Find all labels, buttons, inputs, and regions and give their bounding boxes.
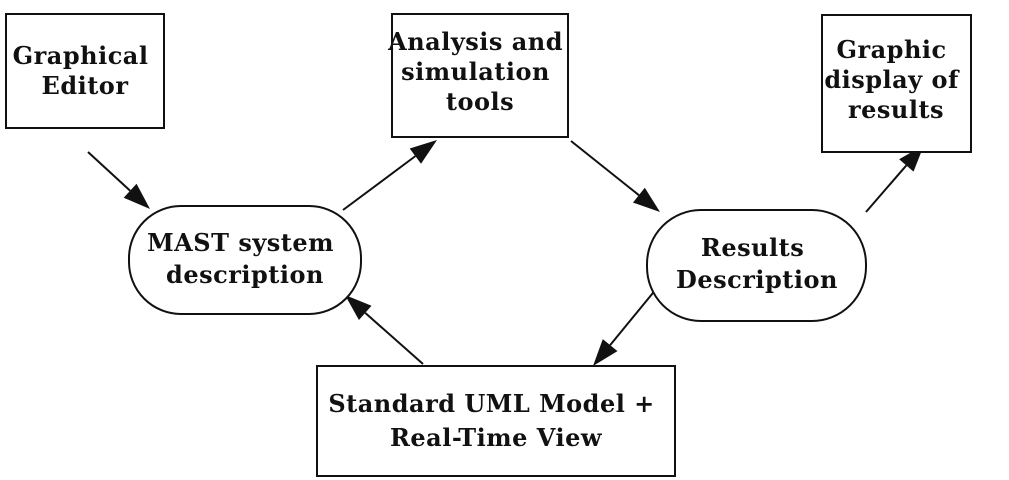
graphical-editor-label-line-2: Editor [42, 71, 129, 100]
edge-results-description-to-uml-model [593, 287, 658, 366]
svg-text:Analysis and simulation: Analysis and simulation tools [387, 27, 572, 116]
edge-line [364, 312, 424, 365]
uml-model-label-line-1: Standard UML Model + [328, 389, 654, 418]
edge-line [865, 164, 908, 213]
graphic-display-label-line-1: Graphic [836, 35, 946, 64]
svg-text:Graphical Editor: Graphical Editor [13, 41, 158, 100]
graphical-editor-label-line-1: Graphical [13, 41, 149, 70]
mast-description-label-line-1: MAST system [147, 228, 334, 257]
edge-line [609, 287, 658, 346]
arrowhead-icon [345, 295, 372, 321]
uml-model-node: Standard UML Model + Real-Time View [316, 365, 676, 477]
arrowhead-icon [632, 187, 660, 212]
analysis-tools-node: Analysis and simulation tools [387, 13, 572, 138]
edge-analysis-tools-to-results-description [570, 140, 660, 212]
analysis-tools-box [391, 13, 569, 138]
graphical-editor-box [5, 13, 165, 129]
edge-line [342, 155, 416, 211]
svg-text:Results Description: Results Description [676, 233, 838, 294]
graphic-display-label-line-2: display of [824, 65, 960, 94]
arrowhead-icon [123, 183, 150, 209]
analysis-tools-label-line-1: Analysis and [387, 27, 563, 56]
results-description-node: Results Description [646, 209, 867, 322]
arrowhead-icon [593, 339, 618, 366]
edge-line [87, 151, 131, 192]
svg-text:Graphic display of: Graphic display of results [824, 35, 967, 124]
results-description-shape [646, 209, 867, 322]
mast-description-label-line-2: description [166, 260, 324, 289]
mast-description-shape [128, 205, 362, 315]
results-description-label-line-1: Results [701, 233, 804, 262]
uml-model-box [316, 365, 676, 477]
edge-mast-description-to-analysis-tools [342, 140, 437, 211]
graphic-display-node: Graphic display of results [821, 14, 972, 153]
svg-text:Standard UML Model + Rea: Standard UML Model + Real-Time View [328, 389, 663, 452]
edges-layer [87, 140, 924, 366]
edge-graphical-editor-to-mast-description [87, 151, 150, 209]
graphic-display-label-line-3: results [848, 95, 944, 124]
mast-description-node: MAST system description [128, 205, 362, 315]
graphic-display-box [821, 14, 972, 153]
analysis-tools-label-line-2: simulation [401, 57, 550, 86]
analysis-tools-label-line-3: tools [446, 87, 514, 116]
arrowhead-icon [409, 140, 437, 164]
svg-text:MAST system description: MAST system description [147, 228, 343, 289]
edge-results-description-to-graphic-display [865, 145, 924, 213]
edge-uml-model-to-mast-description [345, 295, 424, 365]
uml-model-label-line-2: Real-Time View [390, 423, 603, 452]
graphical-editor-node: Graphical Editor [5, 13, 165, 129]
results-description-label-line-2: Description [676, 265, 838, 294]
edge-line [570, 140, 640, 196]
